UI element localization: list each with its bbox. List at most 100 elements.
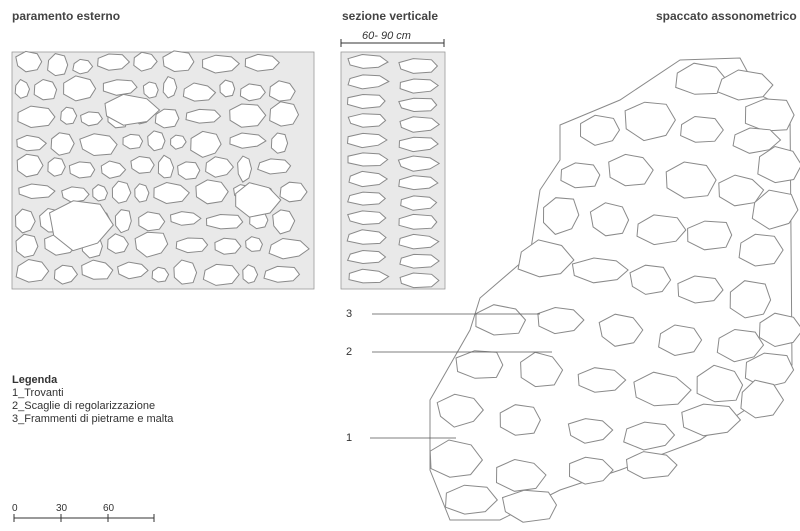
stone: [134, 231, 169, 258]
scale-tick-30: 30: [56, 503, 68, 514]
stone: [157, 154, 175, 179]
legend-item-2: 2_Scaglie di regolarizzazione: [12, 400, 156, 412]
stone: [687, 220, 733, 251]
stone: [577, 367, 627, 393]
stone: [560, 162, 601, 189]
stone: [751, 189, 799, 230]
stone: [242, 264, 259, 284]
title-spaccato-assonometrico: spaccato assonometrico: [656, 9, 797, 23]
stone: [219, 79, 236, 98]
stone: [229, 103, 267, 128]
stone: [33, 78, 58, 101]
stone: [347, 53, 389, 69]
title-sezione-verticale: sezione verticale: [342, 9, 439, 23]
stone: [399, 78, 440, 94]
scale-bar: [13, 514, 155, 522]
stone: [675, 62, 728, 95]
stone: [270, 132, 289, 154]
stone: [589, 202, 630, 237]
stone: [718, 174, 765, 207]
stone: [625, 451, 678, 480]
stone: [398, 213, 438, 230]
stone: [229, 132, 267, 149]
stone: [142, 81, 159, 99]
stone: [436, 393, 484, 428]
stone: [104, 93, 161, 126]
stone: [346, 93, 386, 110]
stone: [347, 191, 387, 206]
stone: [162, 75, 178, 99]
stone: [130, 155, 155, 174]
stone: [177, 161, 201, 180]
stone: [18, 183, 56, 200]
stone: [61, 186, 90, 203]
stone: [397, 155, 441, 172]
stone: [398, 233, 440, 250]
stone: [97, 53, 131, 71]
stone: [153, 181, 191, 205]
external-facing-panel: [11, 50, 315, 290]
stone: [68, 161, 96, 179]
stone: [134, 183, 150, 203]
stone: [495, 458, 547, 492]
stone: [272, 209, 296, 235]
stone: [633, 371, 692, 407]
stone: [50, 132, 75, 156]
scale-tick-60: 60: [103, 503, 115, 514]
stone: [571, 257, 629, 284]
stone: [665, 161, 717, 199]
stone: [347, 113, 387, 128]
stone: [624, 101, 676, 142]
stone: [190, 130, 222, 158]
stone: [517, 239, 575, 278]
stone: [398, 175, 439, 191]
stone: [399, 272, 440, 289]
stone: [347, 74, 390, 90]
stone: [346, 229, 387, 245]
legend-item-1: 1_Trovanti: [12, 387, 64, 399]
stone: [151, 266, 170, 283]
stone: [14, 208, 36, 234]
stone: [398, 136, 439, 153]
legend-heading: Legenda: [12, 374, 58, 386]
stone: [202, 54, 241, 74]
stone: [567, 418, 614, 444]
stone: [162, 50, 195, 73]
stone: [542, 197, 580, 235]
stone: [154, 108, 180, 129]
stone: [92, 184, 109, 202]
stone: [182, 82, 217, 102]
stone: [169, 211, 202, 226]
stone: [16, 153, 44, 178]
stone: [744, 352, 795, 389]
stone: [185, 108, 222, 124]
stone: [15, 50, 43, 73]
callout-label-3: 3: [346, 308, 353, 320]
stone: [629, 264, 672, 295]
stone: [117, 261, 149, 280]
stone: [429, 439, 484, 478]
stone: [102, 79, 138, 96]
stone: [738, 233, 784, 267]
axonometric-wall: [429, 57, 800, 523]
stone: [681, 403, 742, 437]
stone: [399, 253, 440, 269]
stone: [279, 181, 308, 203]
stone: [80, 111, 104, 127]
stone: [268, 80, 296, 102]
stone: [716, 69, 774, 101]
stone: [400, 195, 438, 211]
stone: [680, 115, 724, 143]
stone: [79, 133, 118, 157]
stone: [235, 182, 282, 218]
stone: [257, 158, 292, 175]
stone: [608, 153, 654, 187]
stone: [346, 132, 388, 149]
stone: [348, 170, 389, 188]
stone: [81, 259, 114, 280]
stone: [501, 489, 558, 523]
stone: [623, 421, 676, 451]
stone: [347, 152, 389, 167]
stone: [15, 258, 50, 283]
stone: [16, 134, 48, 152]
